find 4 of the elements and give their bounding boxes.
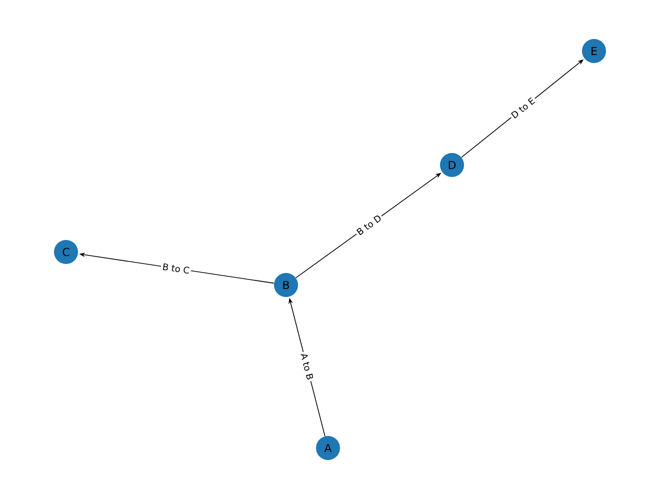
edge-label: B to C <box>160 261 192 276</box>
edge-label: D to E <box>508 94 538 122</box>
edge-label: B to D <box>354 212 384 238</box>
edge-label: A to B <box>298 350 316 382</box>
